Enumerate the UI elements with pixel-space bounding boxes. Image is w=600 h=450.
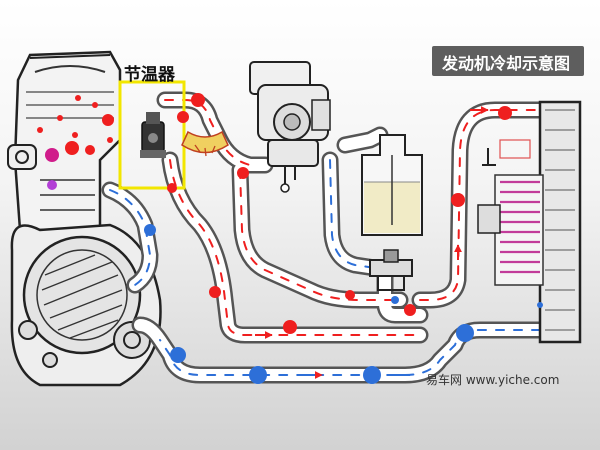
diagram-title: 发动机冷却示意图: [442, 54, 571, 73]
coolant-pipes: [101, 91, 549, 384]
thermostat-label: 节温器: [124, 65, 175, 85]
thermostat-highlight-box: [118, 80, 186, 190]
radiator: [477, 100, 582, 344]
flow-arrows: [255, 106, 489, 379]
crankcase-cover: [10, 223, 162, 387]
pressure-cap: [369, 249, 413, 291]
coolant-reservoir: [361, 134, 423, 236]
thermostat: [140, 112, 166, 158]
cold-coolant-markers: [144, 224, 543, 384]
engine-block: [7, 50, 122, 232]
watermark-text: 易车网 www.yiche.com: [426, 373, 560, 387]
carburetor-assembly: [249, 61, 331, 193]
temperature-gauge: [181, 130, 229, 157]
title-banner: [432, 46, 584, 76]
hot-coolant-markers: [167, 93, 512, 334]
engine-hot-markers: [37, 95, 114, 190]
